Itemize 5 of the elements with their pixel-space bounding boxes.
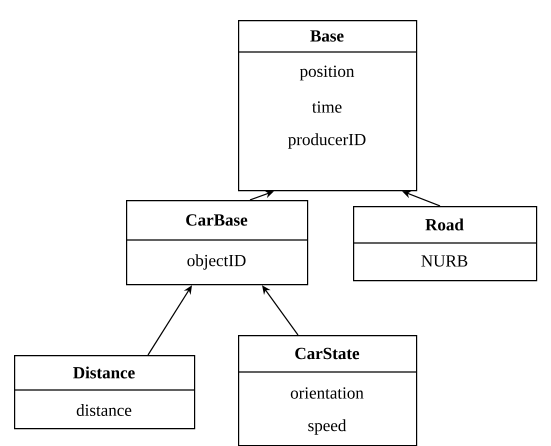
class-box: CarBase objectID <box>126 200 308 286</box>
class-box: Base position time producerID <box>238 20 418 192</box>
class-box: Road NURB <box>353 206 538 282</box>
class-box: Distance distance <box>14 355 196 430</box>
class-box: CarState orientation speed <box>238 335 418 446</box>
